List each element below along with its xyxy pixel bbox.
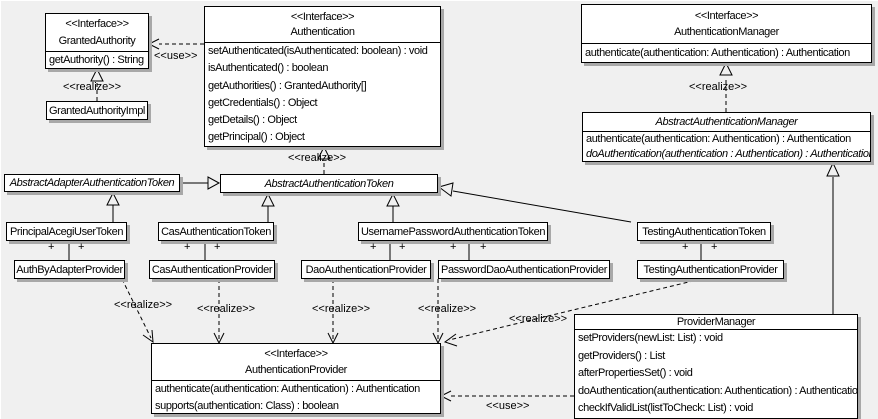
class-testing-authentication-token[interactable]: TestingAuthenticationToken [637,222,771,241]
realize-grantedauthorityimpl [90,67,104,101]
class-name: CasAuthenticationProvider [151,263,273,276]
class-authentication-provider[interactable]: <<Interface>> AuthenticationProvider aut… [151,343,441,414]
method: getAuthorities() : GrantedAuthority[] [208,79,367,92]
class-cas-authentication-token[interactable]: CasAuthenticationToken [158,222,274,241]
class-authentication-manager[interactable]: <<Interface>> AuthenticationManager auth… [581,4,872,63]
method: setAuthenticated(isAuthenticated: boolea… [208,45,428,57]
generalization-providermanager [826,161,840,314]
association-plus: + [48,241,55,253]
method: authenticate(authentication: Authenticat… [585,47,850,59]
class-name: DaoAuthenticationProvider [305,263,427,276]
stereotype-label: <<Interface>> [694,9,759,22]
class-principal-acegi-user-token[interactable]: PrincipalAcegiUserToken [6,222,127,241]
class-cas-authentication-provider[interactable]: CasAuthenticationProvider [149,260,275,279]
generalization-casauthenticationtoken [261,192,275,222]
association-plus: + [711,241,718,253]
class-dao-authentication-provider[interactable]: DaoAuthenticationProvider [301,260,431,279]
class-name: ProviderManager [575,315,857,330]
realize-label: <<realize>> [418,303,477,315]
class-auth-by-adapter-provider[interactable]: AuthByAdapterProvider [14,260,125,279]
realize-label: <<realize>> [288,152,347,164]
realize-testingauthenticationprovider [443,278,702,347]
method: authenticate(authentication: Authenticat… [586,133,851,145]
class-password-dao-authentication-provider[interactable]: PasswordDaoAuthenticationProvider [438,260,610,279]
association-plus: + [214,241,221,253]
class-name: AbstractAuthenticationManager [583,113,870,132]
class-name: PasswordDaoAuthenticationProvider [441,263,607,276]
method: getDetails() : Object [208,114,297,127]
class-username-password-authentication-token[interactable]: UsernamePasswordAuthenticationToken [358,222,548,241]
association-plus: + [184,241,191,253]
use-dependency-authentication-to-grantedauthority [147,38,204,50]
use-label: <<use>> [486,400,530,412]
class-testing-authentication-provider[interactable]: TestingAuthenticationProvider [637,260,784,279]
stereotype-label: <<Interface>> [290,10,355,23]
class-granted-authority[interactable]: <<Interface>> GrantedAuthority getAuthor… [45,13,149,69]
class-name: GrantedAuthority [58,34,136,47]
use-label: <<use>> [154,50,198,62]
association-plus: + [399,241,406,253]
class-abstract-authentication-manager[interactable]: AbstractAuthenticationManager authentica… [582,112,871,162]
method: afterPropertiesSet() : void [578,367,693,379]
association-plus: + [370,241,377,253]
class-name: CasAuthenticationToken [161,225,271,238]
method: authenticate(authentication: Authenticat… [155,383,420,395]
use-dependency-providermanager-to-authenticationprovider [439,390,574,402]
realize-label: <<realize>> [63,81,122,93]
realize-label: <<realize>> [197,303,256,315]
realize-abstractauthenticationmanager [719,61,733,112]
method: doAuthentication(authentication : Authen… [586,147,870,160]
method: checkIfValidList(listToCheck: List) : vo… [578,402,753,414]
stereotype-label: <<Interface>> [65,18,129,31]
class-provider-manager[interactable]: ProviderManager setProviders(newList: Li… [574,314,858,419]
method: supports(authentication: Class) : boolea… [155,399,339,412]
method: doAuthentication(authentication: Authent… [578,384,857,397]
generalization-testingauthenticationtoken [437,182,632,223]
class-name: PrincipalAcegiUserToken [9,225,124,238]
class-name: Authentication [290,26,355,39]
method: setProviders(newList: List) : void [578,332,723,344]
generalization-usernamepasswordauthenticationtoken [386,192,400,222]
association-plus: + [78,241,85,253]
class-name: TestingAuthenticationProvider [643,263,778,276]
class-name: AuthenticationManager [674,26,779,39]
class-name: AuthByAdapterProvider [16,263,123,276]
realize-abstractauthenticationtoken [317,145,331,174]
realize-label: <<realize>> [509,313,568,325]
realize-label: <<realize>> [114,299,173,311]
realize-authbyadapterprovider [121,278,154,344]
class-authentication[interactable]: <<Interface>> Authentication setAuthenti… [204,6,441,147]
stereotype-label: <<Interface>> [264,348,328,360]
realize-label: <<realize>> [312,303,371,315]
class-name: GrantedAuthorityImpl [49,104,145,117]
class-name: UsernamePasswordAuthenticationToken [360,225,546,238]
class-name: AuthenticationProvider [245,364,347,376]
class-name: AbstractAdapterAuthenticationToken [9,177,175,189]
realize-label: <<realize>> [689,81,748,93]
class-name: TestingAuthenticationToken [642,225,766,238]
generalization-abstractadapterauthenticationtoken [180,176,221,190]
method: getPrincipal() : Object [208,131,305,144]
class-name: AbstractAuthenticationToken [264,177,394,190]
class-abstract-adapter-authentication-token[interactable]: AbstractAdapterAuthenticationToken [4,174,180,192]
method: getAuthority() : String [49,54,144,66]
class-granted-authority-impl[interactable]: GrantedAuthorityImpl [46,101,148,120]
method: getCredentials() : Object [208,96,318,109]
method: isAuthenticated() : boolean [208,62,329,75]
association-plus: + [682,241,689,253]
association-plus: + [450,241,457,253]
class-abstract-authentication-token[interactable]: AbstractAuthenticationToken [220,174,438,193]
association-plus: + [480,241,487,253]
generalization-principalacegiusertoken [106,191,120,222]
method: getProviders() : List [578,349,665,362]
